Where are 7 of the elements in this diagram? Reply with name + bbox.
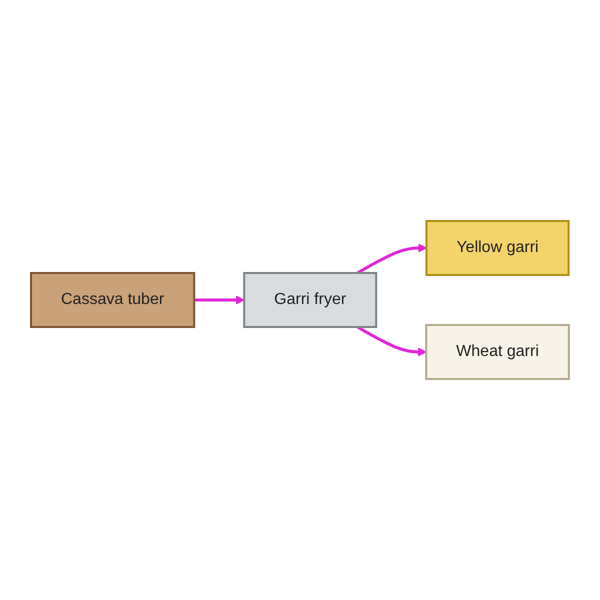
arrow [356, 326, 427, 356]
node-box: Wheat garri [425, 324, 570, 380]
node-box: Cassava tuber [30, 272, 196, 328]
arrow [356, 244, 427, 274]
arrow [194, 296, 245, 304]
node-box: Yellow garri [426, 220, 570, 276]
node-box: Garri fryer [243, 272, 378, 328]
